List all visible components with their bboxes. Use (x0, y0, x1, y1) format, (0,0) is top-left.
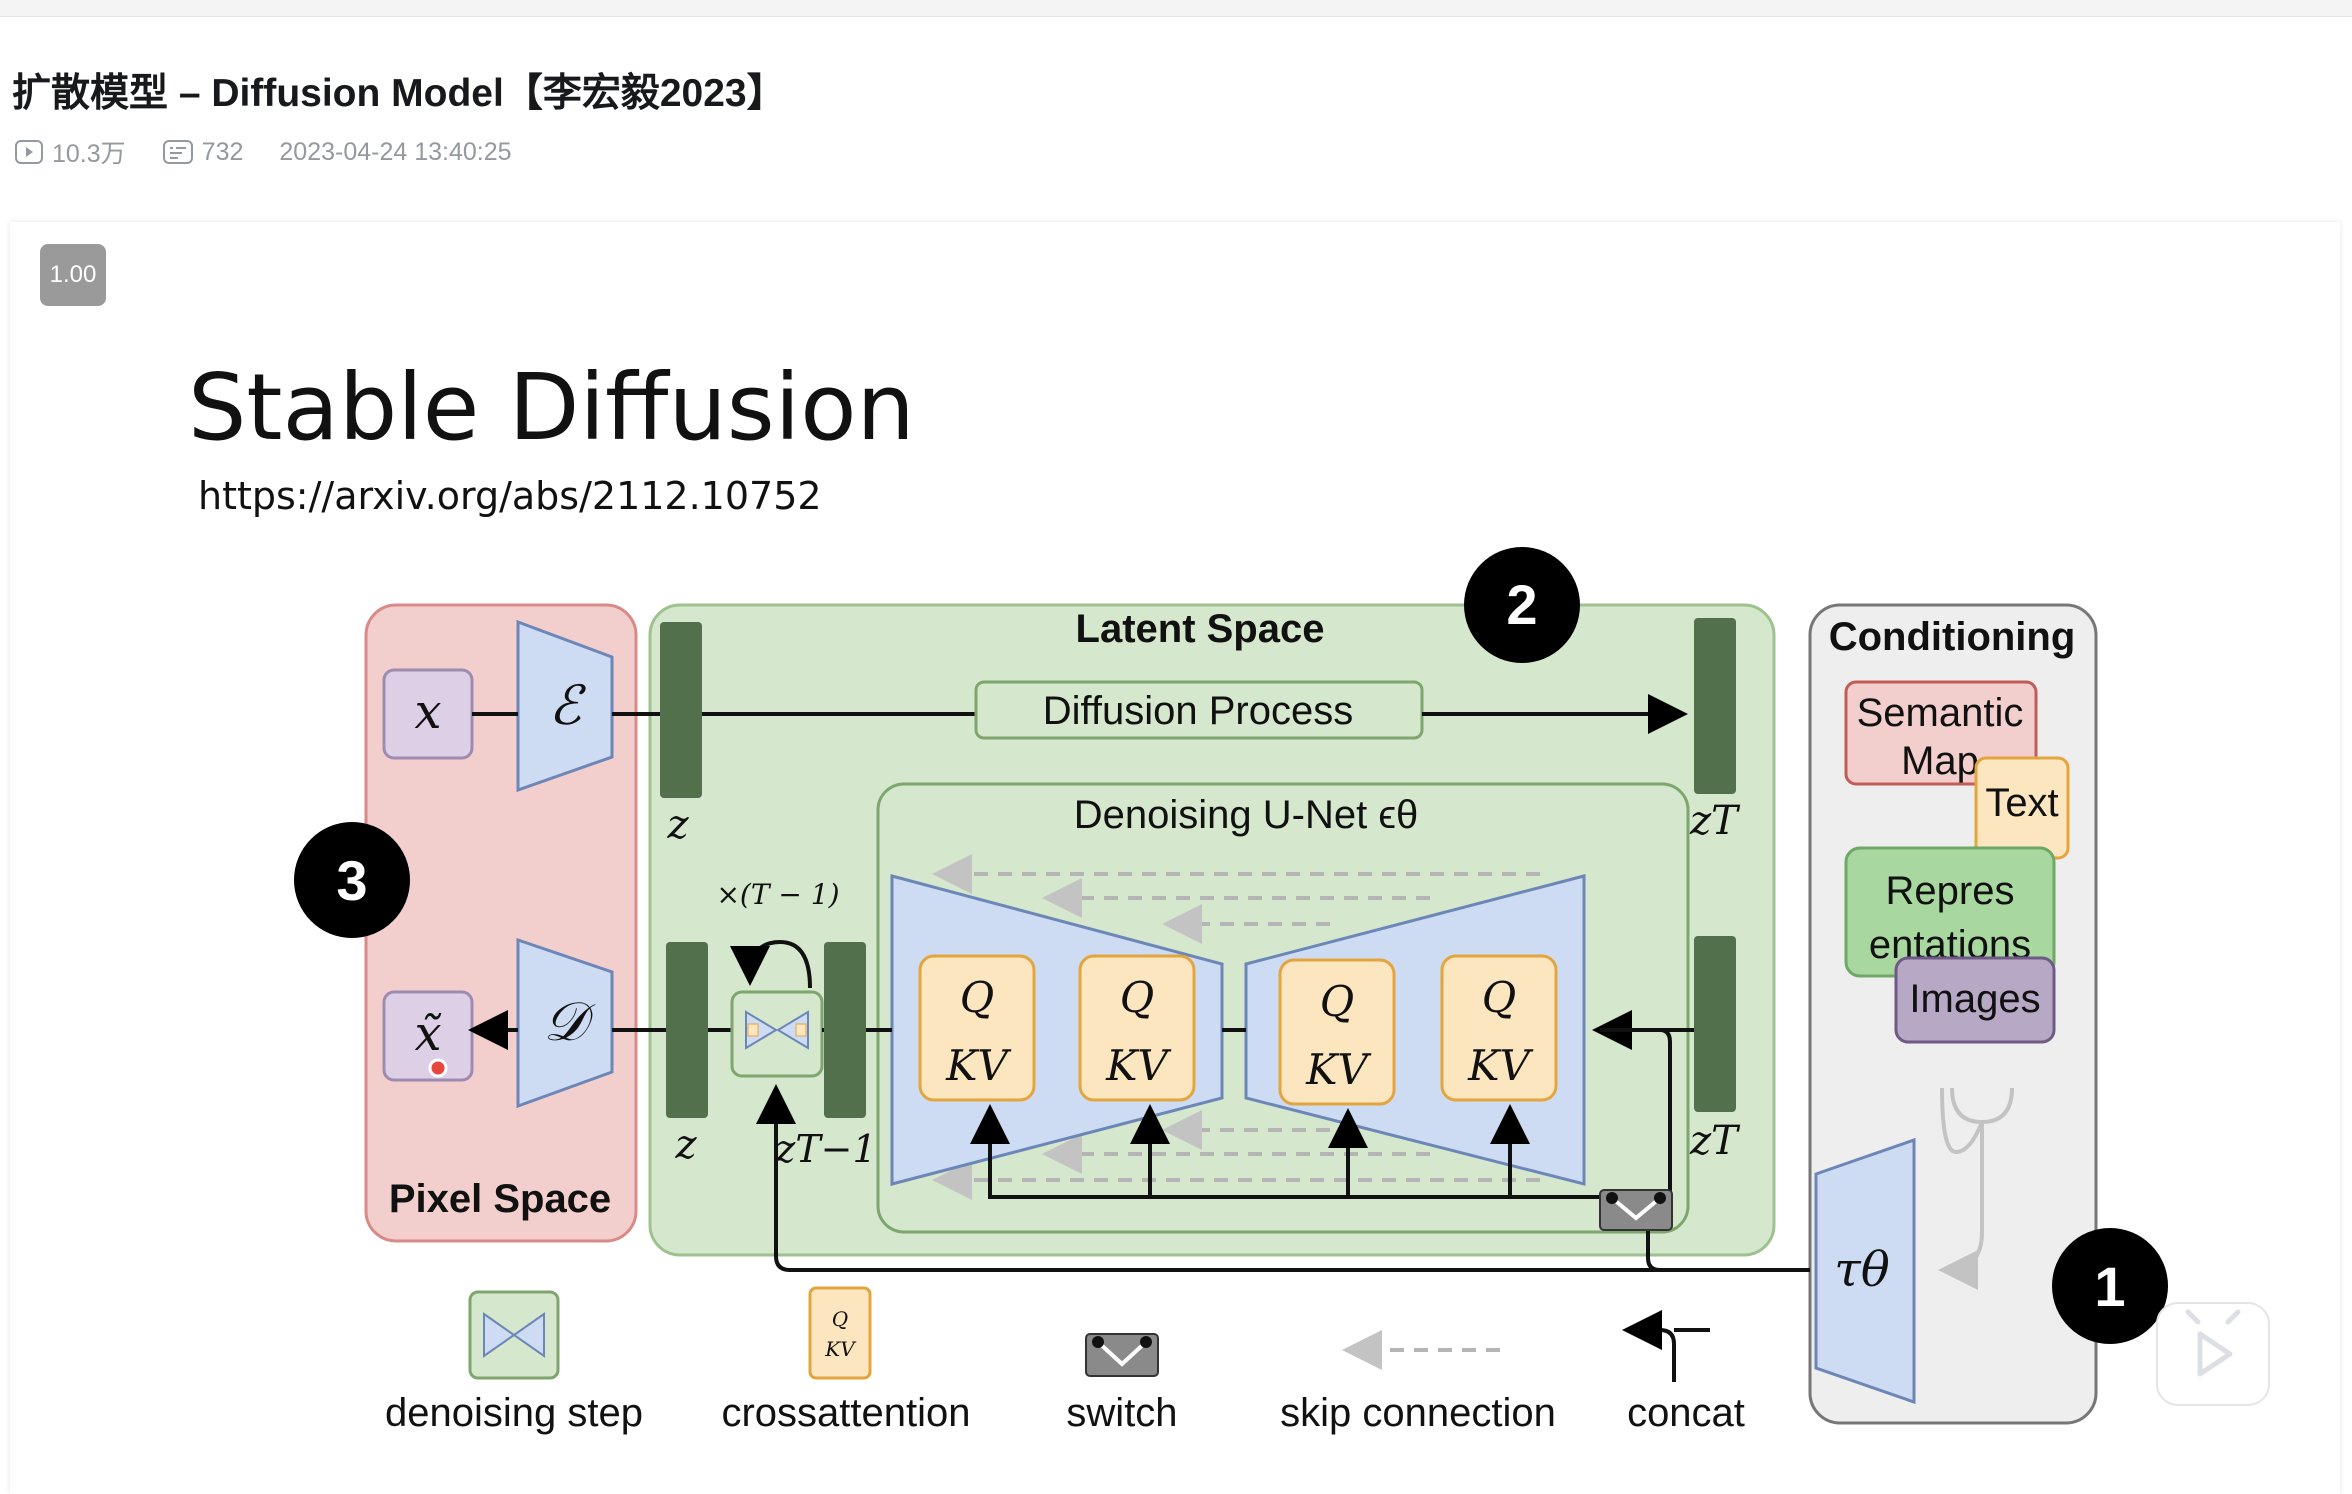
svg-text:2: 2 (1506, 573, 1537, 636)
legend-concat-label: concat (1627, 1391, 1745, 1435)
cursor-dot (428, 1058, 448, 1078)
svg-text:Q: Q (1482, 973, 1516, 1022)
zT-bottom-label: zT (1689, 1118, 1741, 1164)
top-bar (0, 0, 2352, 17)
qkv-box-2: Q KV (1078, 954, 1196, 1102)
decoder-trapezoid (516, 937, 614, 1109)
svg-text:1: 1 (2094, 1255, 2125, 1318)
views-stat: 10.3万 (14, 134, 126, 170)
slide-url: https://arxiv.org/abs/2112.10752 (198, 474, 822, 518)
legend: denoising step Q KV crossattention switc… (385, 1286, 1745, 1435)
legend-denoising-label: denoising step (385, 1391, 643, 1435)
z-bottom-bar (666, 942, 708, 1118)
playback-speed-badge[interactable]: 1.00 (40, 244, 106, 306)
svg-text:Q: Q (960, 973, 994, 1022)
x-symbol: x (414, 684, 441, 740)
video-meta: 10.3万 732 2023-04-24 13:40:25 (14, 136, 548, 168)
x-tilde-symbol: x̃ (414, 1006, 441, 1062)
z-top-bar (660, 622, 702, 798)
diffusion-process-label: Diffusion Process (1043, 689, 1354, 733)
conditioning-label: Conditioning (1829, 615, 2076, 659)
legend-concat-icon (1622, 1310, 1676, 1382)
play-button[interactable] (2156, 1302, 2270, 1406)
zT-minus1-label: zT−1 (774, 1127, 876, 1171)
danmaku-count: 732 (201, 137, 244, 166)
z-top-label: z (666, 802, 689, 848)
legend-switch-icon (1085, 1333, 1159, 1377)
legend-skip-label: skip connection (1280, 1391, 1556, 1435)
badge-3: 3 (294, 822, 410, 938)
svg-text:KV: KV (1105, 1041, 1171, 1090)
qkv-box-4: Q KV (1440, 954, 1558, 1102)
zT-minus1-bar (824, 942, 866, 1118)
video-player[interactable]: 1.00 Stable Diffusion https://arxiv.org/… (10, 222, 2340, 1494)
switch-box (1599, 1189, 1673, 1231)
play-count-icon (15, 140, 43, 164)
legend-switch-label: switch (1066, 1391, 1177, 1435)
text-label: Text (1985, 781, 2058, 825)
map-label: Map (1901, 739, 1979, 783)
svg-text:Q: Q (832, 1307, 848, 1331)
zT-top-label: zT (1689, 798, 1741, 844)
tau-symbol: τθ (1834, 1242, 1890, 1298)
svg-text:KV: KV (1467, 1041, 1533, 1090)
svg-text:KV: KV (945, 1041, 1011, 1090)
repres-label: Repres (1886, 869, 2015, 913)
images-label: Images (1909, 977, 2040, 1021)
legend-crossattention-icon (808, 1286, 872, 1380)
semantic-label: Semantic (1857, 691, 2024, 735)
images-box (1894, 956, 2056, 1044)
t-minus-1-label: ×(T − 1) (716, 878, 839, 911)
encoder-trapezoid (516, 619, 614, 793)
zT-top-bar (1694, 618, 1736, 794)
slide-title: Stable Diffusion (188, 354, 915, 461)
z-bottom-label: z (674, 1122, 697, 1168)
qkv-box-1: Q KV (918, 954, 1036, 1102)
tau-encoder-trapezoid (1814, 1137, 1916, 1405)
svg-text:KV: KV (1305, 1045, 1371, 1094)
diffusion-process-box (974, 680, 1424, 740)
latent-space-label: Latent Space (1076, 607, 1325, 651)
stable-diffusion-diagram: Pixel Space Latent Space Conditioning x … (294, 547, 2168, 1435)
svg-text:Q: Q (1320, 977, 1354, 1026)
badge-2: 2 (1464, 547, 1580, 663)
svg-text:3: 3 (336, 849, 367, 912)
pixel-space-label: Pixel Space (389, 1177, 611, 1221)
qkv-box-3: Q KV (1278, 958, 1396, 1106)
svg-text:KV: KV (824, 1337, 857, 1361)
legend-crossattention-label: crossattention (721, 1391, 970, 1435)
denoising-step-box (730, 990, 824, 1078)
zT-bottom-bar (1694, 936, 1736, 1112)
publish-date-text: 2023-04-24 13:40:25 (279, 137, 512, 166)
publish-date: 2023-04-24 13:40:25 (279, 138, 511, 167)
badge-1: 1 (2052, 1228, 2168, 1344)
danmaku-stat: 732 (162, 137, 244, 167)
encoder-symbol: ℰ (549, 674, 587, 737)
unet-label: Denoising U-Net ϵθ (1074, 793, 1419, 837)
danmaku-icon (162, 140, 193, 164)
play-icon (2185, 1309, 2241, 1377)
svg-text:Q: Q (1120, 973, 1154, 1022)
video-title: 扩散模型 – Diffusion Model【李宏毅2023】 (12, 72, 786, 115)
views-count: 10.3万 (52, 140, 126, 168)
